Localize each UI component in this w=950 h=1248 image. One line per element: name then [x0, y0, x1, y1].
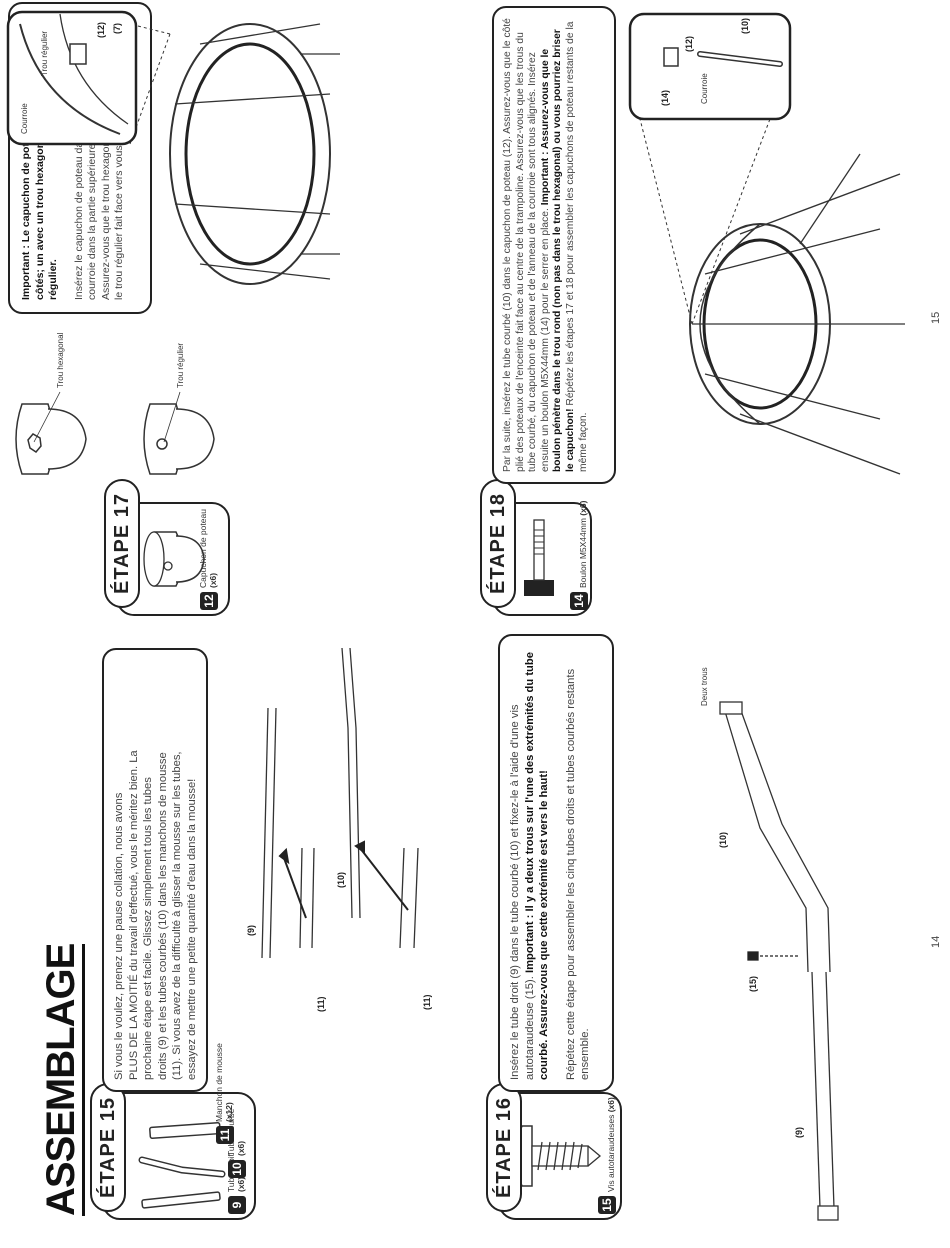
page-right: ÉTAPE 17 12 Capuchon de poteau(x6) Trou …: [6, 2, 942, 616]
screw-illustration: [515, 1125, 602, 1187]
callout-15: (15): [748, 975, 758, 992]
callout-12: (12): [684, 35, 694, 52]
step15-diagram: [261, 647, 419, 959]
bolt-illustration: [524, 519, 554, 596]
step16-diagram: [719, 701, 839, 1221]
two-holes-note: Deux trous: [700, 667, 709, 706]
page-number: 15: [930, 311, 942, 324]
callout-10: (10): [718, 831, 728, 848]
trampoline-step17-illustration: [6, 10, 340, 285]
trampoline-step18-illustration: [628, 12, 905, 475]
step17-parts-box: [116, 502, 230, 616]
page-left: ASSEMBLAGE ÉTAPE 15 9 Tube droit(x6) 10 …: [0, 624, 950, 1248]
callout-9: (9): [794, 1127, 804, 1138]
page-number: 14: [930, 935, 942, 948]
strap-label: Courroie: [700, 73, 709, 104]
post-cap-illustration: [143, 531, 205, 587]
step18-parts-box: [492, 502, 592, 616]
callout-14: (14): [660, 89, 670, 106]
step16-parts-box: [498, 1092, 622, 1220]
callout-10: (10): [740, 17, 750, 34]
hole-details-illustration: [15, 391, 215, 475]
